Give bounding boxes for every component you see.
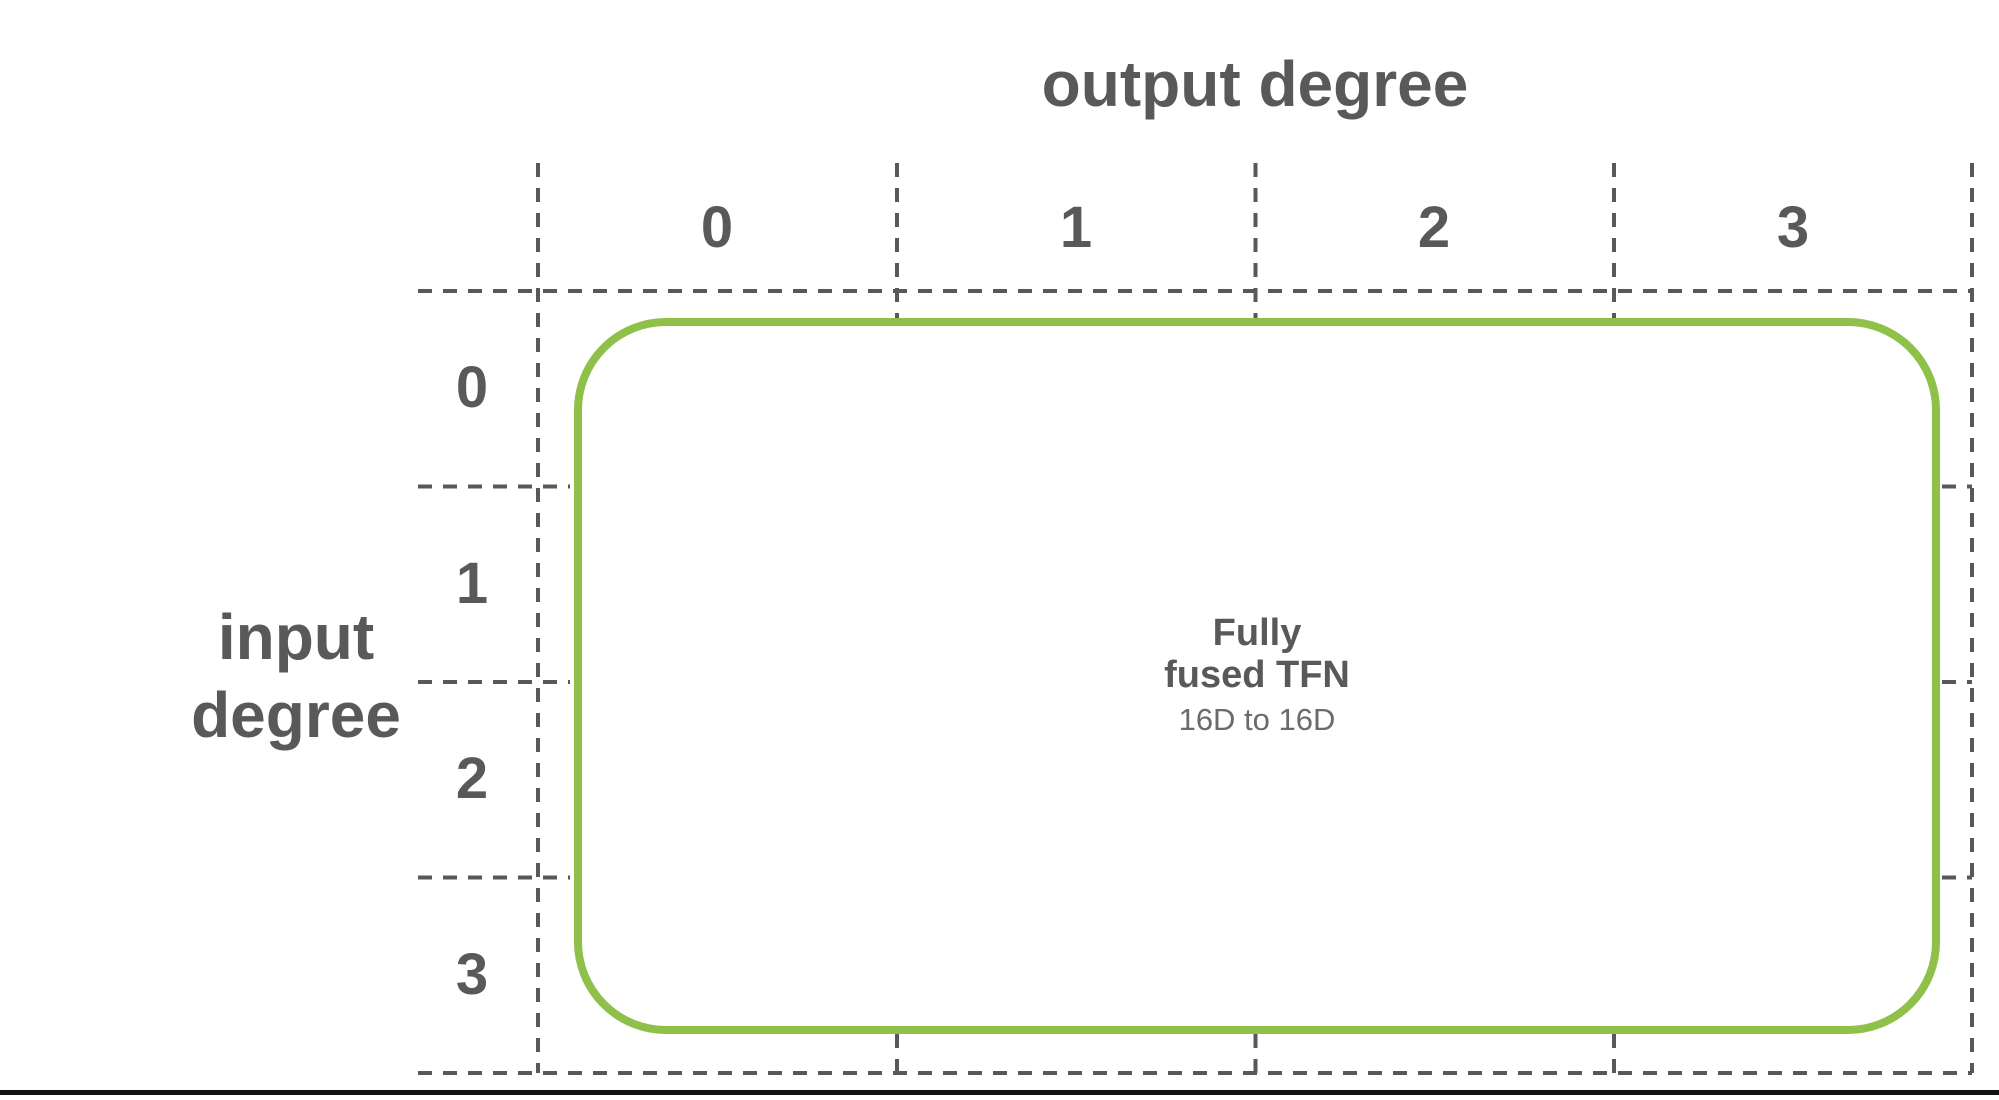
input-degree-tick-0: 0 <box>455 355 489 420</box>
fused-tfn-box-title-line1: Fully <box>1212 612 1302 654</box>
output-degree-axis-label: output degree <box>1041 48 1469 120</box>
output-degree-tick-2: 2 <box>1417 195 1451 260</box>
output-degree-tick-3: 3 <box>1776 195 1810 260</box>
fused-tfn-box-subtitle: 16D to 16D <box>1178 702 1336 737</box>
input-degree-axis-line1: input <box>217 601 375 673</box>
input-degree-tick-2: 2 <box>455 746 489 811</box>
grid-dashed-lines <box>418 163 1974 1075</box>
output-degree-tick-0: 0 <box>700 195 734 260</box>
bottom-border-bar <box>0 1090 1999 1095</box>
output-degree-tick-1: 1 <box>1059 195 1093 260</box>
fused-tfn-box-label: Fully fused TFN 16D to 16D <box>1164 612 1350 740</box>
fully-fused-tfn-box <box>574 318 1940 1034</box>
input-degree-tick-1: 1 <box>455 551 489 616</box>
input-degree-tick-3: 3 <box>455 942 489 1007</box>
fused-tfn-box-title-line2: fused TFN <box>1164 654 1350 696</box>
input-degree-axis-line2: degree <box>191 679 401 751</box>
input-degree-axis-label: input degree <box>191 598 401 754</box>
